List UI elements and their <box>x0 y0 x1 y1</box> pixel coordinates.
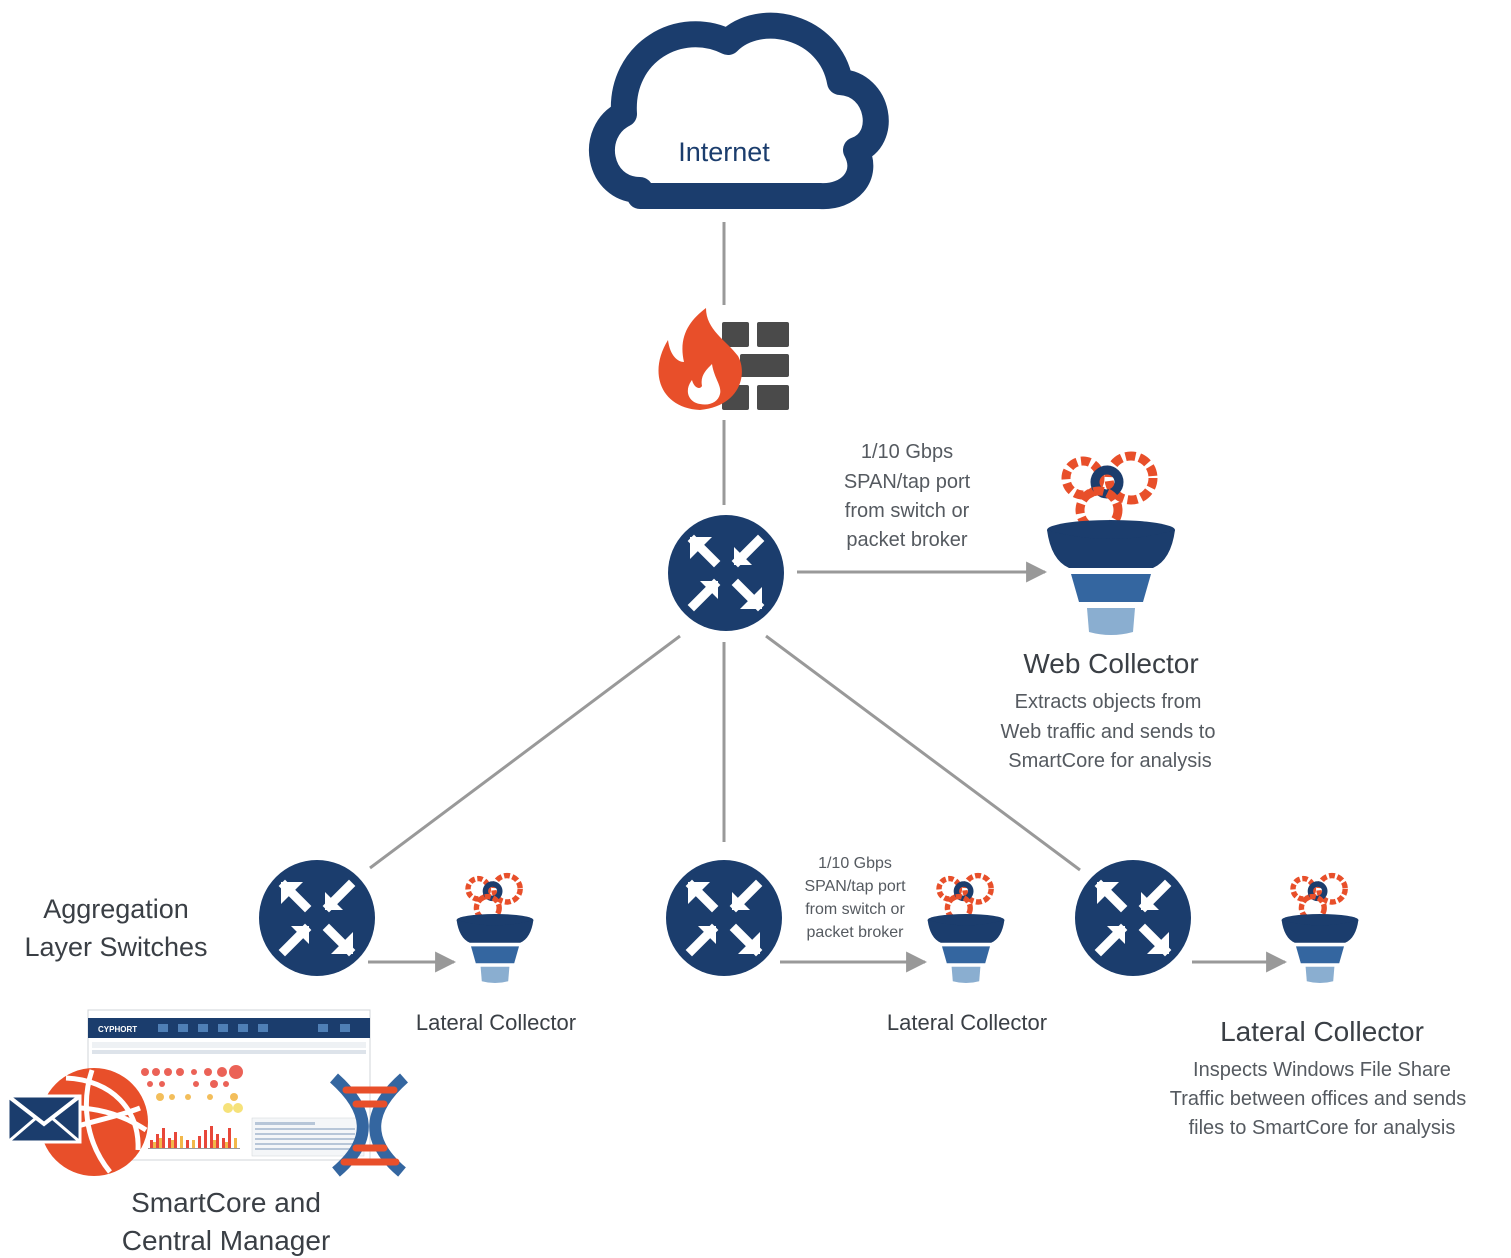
center-span-line-3: from switch or <box>805 901 905 918</box>
envelope-icon <box>6 1094 82 1144</box>
flame-icon <box>658 308 742 410</box>
core-to-left-switch-line <box>369 634 681 870</box>
cloud-icon <box>589 12 889 210</box>
core-span-line-4: packet broker <box>846 529 968 551</box>
core-span-line-3: from switch or <box>845 500 970 522</box>
lateral-collector-right-title: Lateral Collector <box>1220 1016 1424 1047</box>
center-span-line-2: SPAN/tap port <box>804 878 906 895</box>
aggregation-switch-left <box>259 860 375 976</box>
smartcore-group: CYPHORT <box>6 1009 409 1256</box>
lateral-collector-center-title: Lateral Collector <box>887 1010 1047 1035</box>
aggregation-switch-right-icon <box>1075 860 1191 976</box>
aggregation-label-line-2: Layer Switches <box>24 932 207 962</box>
aggregation-label: Aggregation Layer Switches <box>24 894 207 962</box>
core-switch-icon <box>668 515 784 631</box>
lateral-collector-left-funnel-icon <box>457 876 534 983</box>
dashboard-brand: CYPHORT <box>98 1025 137 1034</box>
smartcore-label-line-2: Central Manager <box>122 1225 331 1256</box>
lateral-collector-center-funnel-icon <box>928 876 1005 983</box>
aggregation-switch-center-icon <box>666 860 782 976</box>
firewall <box>658 308 789 410</box>
lateral-collector-center: Lateral Collector <box>887 876 1047 1035</box>
core-to-right-switch-line <box>765 634 1081 872</box>
center-span-line-4: packet broker <box>807 924 905 941</box>
smartcore-label-line-1: SmartCore and <box>131 1187 321 1218</box>
lateral-collector-right-desc-1: Inspects Windows File Share <box>1193 1059 1451 1081</box>
center-span-label: 1/10 Gbps SPAN/tap port from switch or p… <box>804 855 906 941</box>
core-span-label: 1/10 Gbps SPAN/tap port from switch or p… <box>844 441 971 551</box>
aggregation-switch-center <box>666 860 782 976</box>
lateral-collector-left-title: Lateral Collector <box>416 1010 576 1035</box>
cloud-label: Internet <box>678 137 770 167</box>
core-span-line-1: 1/10 Gbps <box>861 441 953 463</box>
lateral-collector-right-desc-3: files to SmartCore for analysis <box>1189 1117 1456 1139</box>
connection-lines <box>369 222 1081 872</box>
dashboard-screenshot: CYPHORT <box>87 1009 371 1161</box>
lateral-collector-left: Lateral Collector <box>416 876 576 1035</box>
web-collector-desc-3: SmartCore for analysis <box>1008 750 1211 772</box>
span-arrows <box>368 561 1288 973</box>
firewall-bricks-icon <box>722 322 789 410</box>
aggregation-switch-left-icon <box>259 860 375 976</box>
lateral-collector-right-funnel-icon <box>1282 876 1359 983</box>
web-collector-title: Web Collector <box>1023 648 1198 679</box>
aggregation-label-line-1: Aggregation <box>43 894 189 924</box>
lateral-collector-right: Lateral Collector Inspects Windows File … <box>1170 876 1466 1139</box>
center-span-line-1: 1/10 Gbps <box>818 855 892 872</box>
core-switch <box>668 515 784 631</box>
lateral-collector-right-desc-2: Traffic between offices and sends <box>1170 1088 1466 1110</box>
web-collector-desc-1: Extracts objects from <box>1015 691 1202 713</box>
internet-cloud: Internet <box>589 12 889 210</box>
email-globe-icon <box>6 1068 148 1176</box>
core-span-line-2: SPAN/tap port <box>844 471 971 493</box>
web-collector: Web Collector Extracts objects from Web … <box>1001 456 1216 772</box>
web-collector-funnel-icon <box>1047 456 1175 635</box>
aggregation-switch-right <box>1075 860 1191 976</box>
dna-icon <box>329 1073 409 1177</box>
web-collector-desc-2: Web traffic and sends to <box>1001 721 1216 743</box>
